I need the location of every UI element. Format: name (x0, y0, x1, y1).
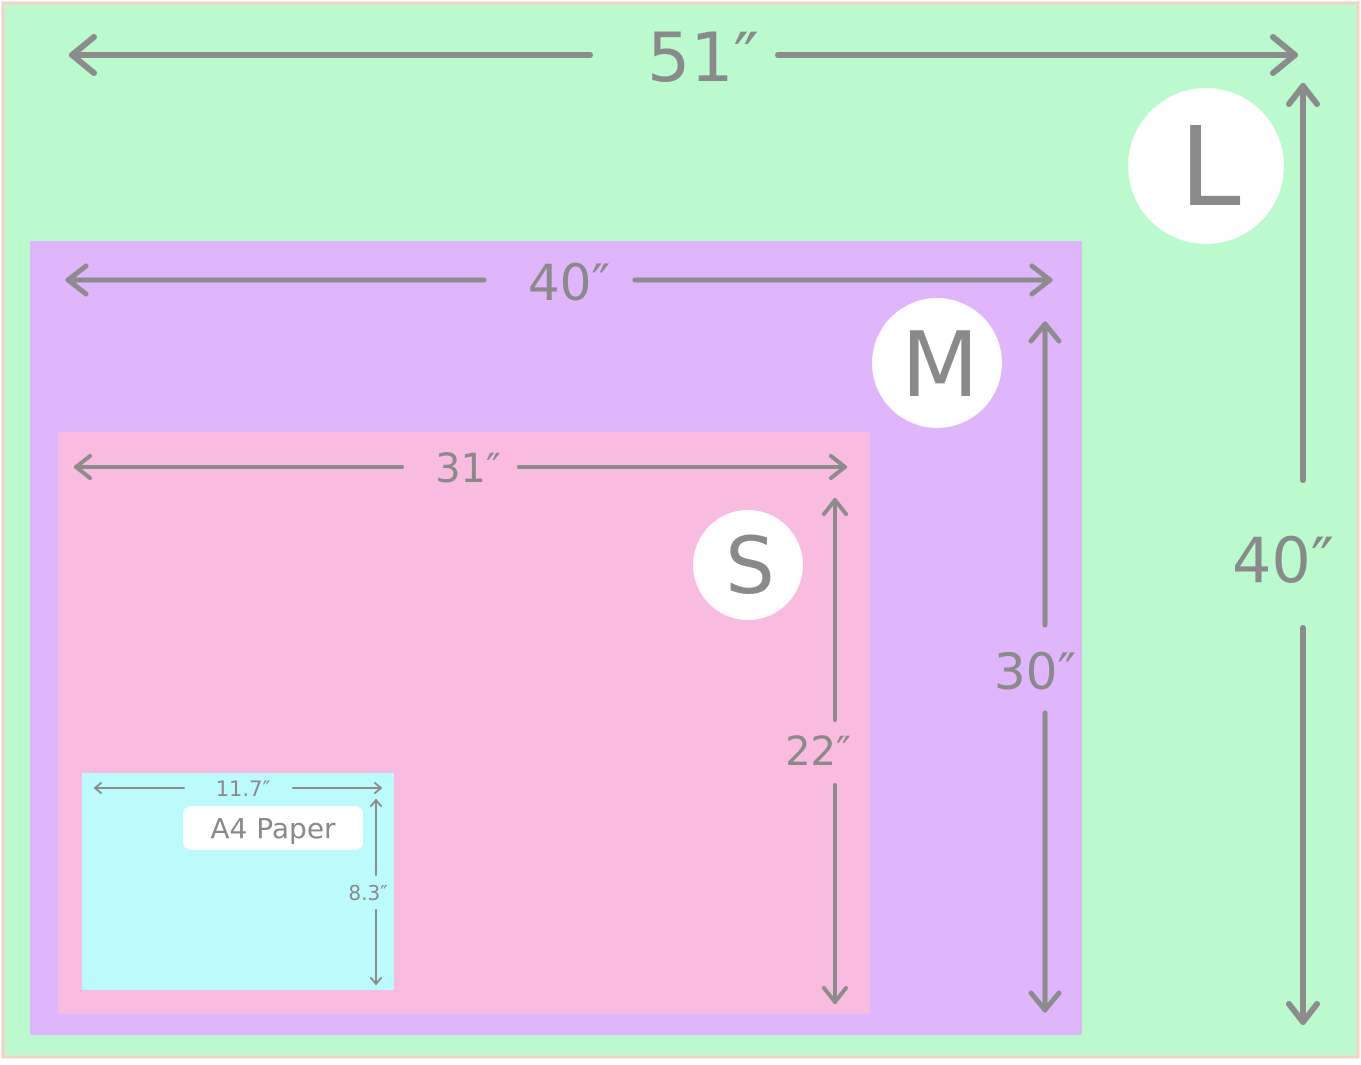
large-badge-letter: L (1179, 103, 1240, 231)
a4-width-label: 11.7″ (216, 777, 271, 801)
small-badge (693, 510, 803, 620)
a4-label-box (183, 806, 363, 850)
a4-rect (82, 773, 394, 990)
medium-width-arrow (65, 263, 1053, 297)
a4-height-arrow (370, 799, 382, 985)
small-height-label: 22″ (785, 729, 851, 775)
large-badge (1128, 88, 1284, 244)
a4-width-arrow (94, 782, 382, 794)
large-height-arrow (1286, 83, 1320, 1025)
medium-height-label: 30″ (994, 643, 1076, 701)
a4-label: A4 Paper (210, 812, 336, 845)
large-height-label: 40″ (1232, 524, 1334, 597)
large-width-arrow (69, 34, 1298, 76)
large-width-label: 51″ (647, 19, 759, 98)
medium-height-arrow (1028, 321, 1062, 1013)
small-height-arrow (822, 498, 848, 1004)
small-badge-letter: S (725, 522, 775, 612)
medium-width-label: 40″ (528, 254, 610, 312)
small-width-label: 31″ (435, 446, 501, 492)
medium-badge-letter: M (901, 313, 979, 418)
small-width-arrow (74, 454, 847, 480)
a4-height-label: 8.3″ (348, 881, 387, 905)
medium-badge (872, 298, 1002, 428)
